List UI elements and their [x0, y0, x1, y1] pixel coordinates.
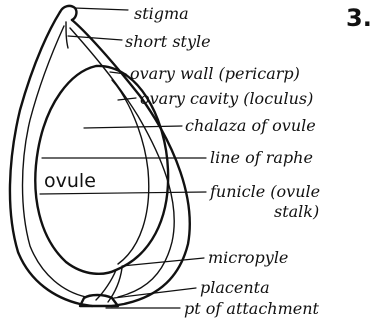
label-attachment: pt of attachment — [184, 299, 320, 318]
style-canal — [66, 22, 68, 48]
label-ovary-wall: ovary wall (pericarp) — [130, 64, 300, 83]
label-ovule: ovule — [44, 170, 96, 192]
leader-short-style — [68, 36, 122, 40]
leader-funicle — [40, 192, 206, 194]
label-placenta: placenta — [200, 278, 270, 297]
label-funicle-line2: stalk) — [274, 202, 319, 221]
label-micropyle: micropyle — [208, 248, 288, 267]
label-short-style: short style — [125, 32, 211, 51]
leader-chalaza — [84, 126, 182, 128]
label-raphe: line of raphe — [210, 148, 313, 167]
label-stigma: stigma — [134, 4, 189, 23]
label-ovary-cavity: ovary cavity (loculus) — [140, 89, 313, 108]
label-chalaza: chalaza of ovule — [185, 116, 316, 135]
figure-number: 3. — [346, 4, 372, 32]
label-funicle-line1: funicle (ovule — [209, 182, 320, 201]
leader-stigma — [74, 8, 128, 10]
leader-placenta — [114, 288, 196, 298]
